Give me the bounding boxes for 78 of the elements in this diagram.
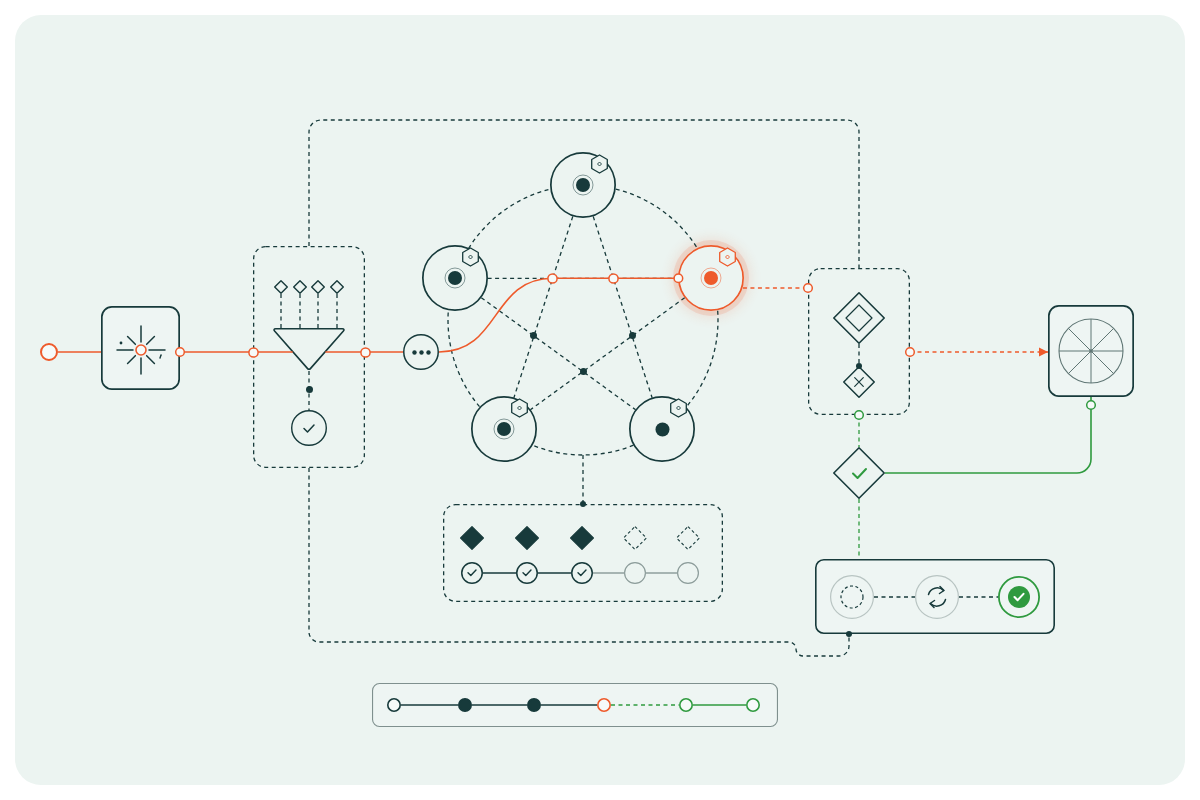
start-circle [40, 343, 58, 361]
dashed-connector [531, 444, 635, 456]
step-circle [677, 562, 699, 584]
dashed-connector [308, 119, 860, 269]
dashed-connector [853, 409, 865, 448]
timeline-point [458, 698, 472, 712]
filled-diamond [515, 526, 539, 550]
step-circle [624, 562, 646, 584]
dashed-connector [580, 454, 586, 507]
peer-node-circle [470, 396, 537, 463]
connector-line [537, 572, 572, 574]
input-diamond [311, 280, 325, 294]
connector-line [471, 704, 528, 706]
dashed-connector [336, 293, 338, 329]
timeline-point [597, 698, 611, 712]
input-diamond [330, 280, 344, 294]
dashed-connector [958, 596, 999, 598]
ellipsis-circle [403, 334, 439, 370]
dashed-connector [480, 297, 637, 411]
dashed-diamond [676, 526, 700, 550]
arrow [904, 346, 1049, 358]
dashed-connector [308, 467, 852, 657]
dashed-connector [467, 188, 551, 250]
peer-node-circle [421, 245, 488, 312]
timeline-panel [372, 683, 778, 727]
input-diamond [293, 280, 307, 294]
dashed-connector [615, 188, 699, 250]
connector-line [400, 704, 459, 706]
step-circle [571, 562, 593, 584]
step-circle [461, 562, 483, 584]
decision-diamond [833, 292, 885, 344]
filled-diamond [570, 526, 594, 550]
status-circle [915, 575, 959, 619]
decision-diamond [843, 366, 875, 398]
connector-line [438, 273, 684, 353]
connector-line [482, 572, 517, 574]
dashed-group-box [253, 246, 365, 468]
process-box [101, 306, 180, 390]
dashed-connector [513, 215, 574, 399]
connector-line [592, 572, 625, 574]
dashed-connector [529, 297, 686, 411]
step-circle [516, 562, 538, 584]
dashed-connector [447, 310, 481, 408]
dashed-diamond [623, 526, 647, 550]
dashed-connector [299, 293, 301, 329]
connector-line [540, 704, 598, 706]
connector-line [692, 704, 747, 706]
funnel-triangle [272, 328, 346, 371]
dashed-connector [592, 215, 653, 399]
timeline-point [746, 698, 760, 712]
connector-line [884, 396, 1097, 474]
connector-line [174, 346, 294, 358]
dashed-connector [317, 293, 319, 329]
connector-line [57, 351, 102, 353]
connector-line [645, 572, 678, 574]
dashed-connector [280, 293, 282, 329]
dashed-connector [873, 596, 916, 598]
filled-diamond [460, 526, 484, 550]
status-circle [830, 575, 874, 619]
dashed-connector [856, 343, 862, 369]
status-panel [815, 559, 1055, 634]
input-diamond [274, 280, 288, 294]
dashed-group-box [808, 268, 910, 415]
peer-node-circle [678, 245, 745, 312]
timeline-point [527, 698, 541, 712]
dashed-connector [685, 310, 719, 408]
peer-node-circle [629, 396, 696, 463]
status-circle [998, 576, 1040, 618]
peer-node-circle [550, 152, 616, 218]
status-circle [291, 410, 327, 446]
process-box [1048, 305, 1134, 397]
dashed-connector [742, 282, 814, 294]
timeline-point [679, 698, 693, 712]
dashed-panel [443, 504, 723, 602]
timeline-point [387, 698, 401, 712]
dashed-connector [308, 370, 310, 411]
decision-diamond [833, 447, 885, 499]
connector-line [324, 351, 404, 353]
